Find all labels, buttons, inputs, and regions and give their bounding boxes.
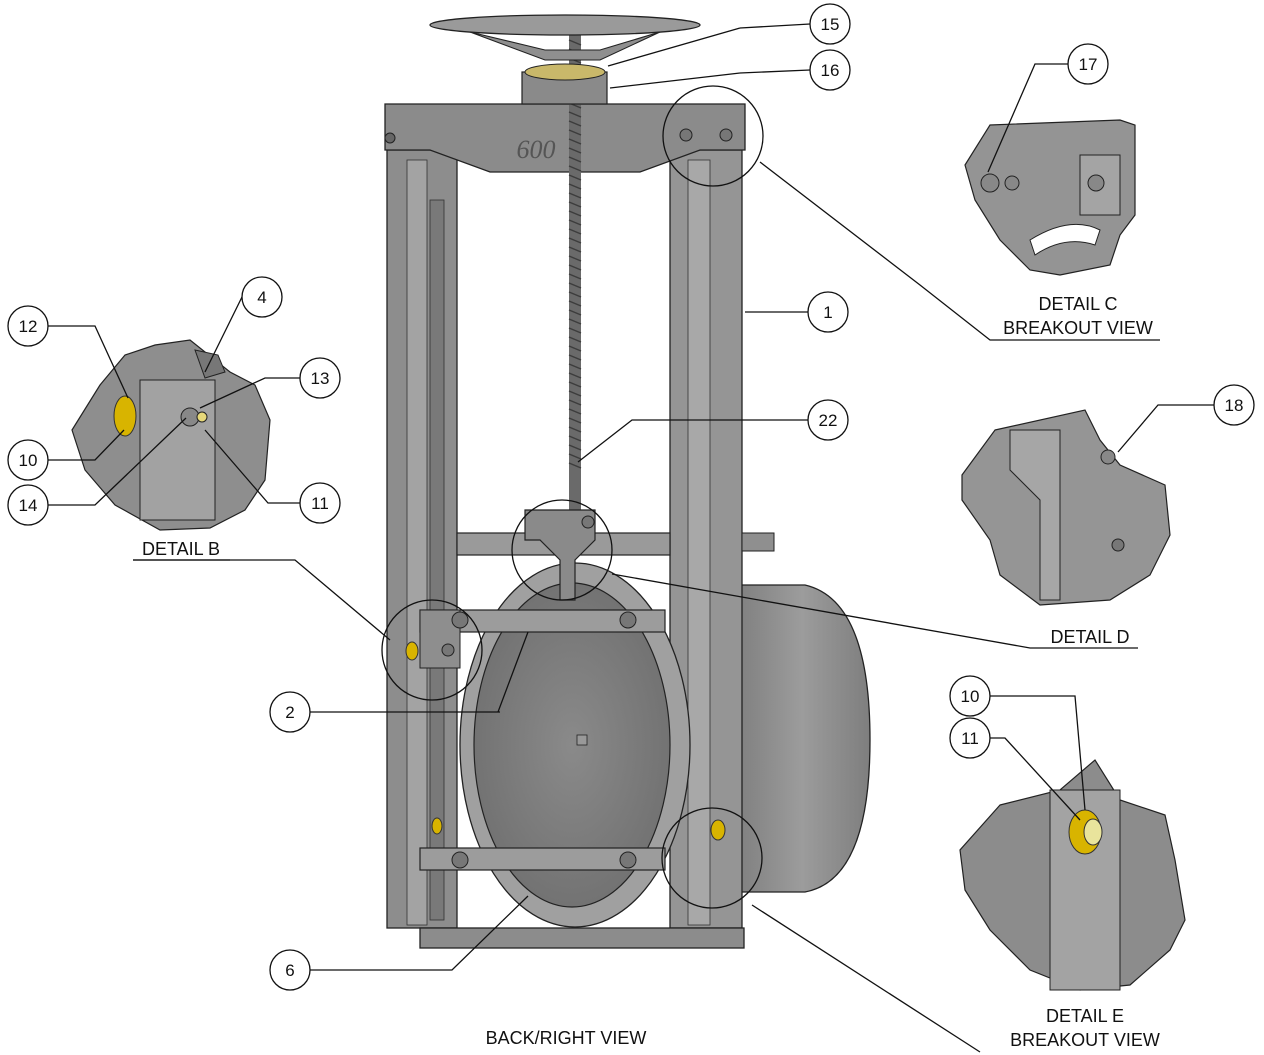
- balloon-13: [299, 357, 341, 399]
- balloon-11-text: 11: [311, 494, 329, 513]
- balloon-15: [809, 3, 851, 45]
- detail-b-view: [71, 339, 271, 531]
- balloon-22-text: 22: [819, 411, 838, 430]
- balloon-16-text: 16: [821, 61, 840, 80]
- detail-c-view: [964, 119, 1136, 276]
- balloon-17: [1067, 43, 1109, 85]
- yoke-engraving: 600: [517, 135, 556, 164]
- balloon-22: [807, 399, 849, 441]
- balloon-e11: [949, 717, 991, 759]
- balloon-12: [7, 305, 49, 347]
- bottom-base: [419, 927, 745, 949]
- detail-c-subtitle: BREAKOUT VIEW: [1003, 318, 1153, 338]
- detail-e-subtitle: BREAKOUT VIEW: [1010, 1030, 1160, 1050]
- balloon-18-text: 18: [1225, 396, 1244, 415]
- lower-clamp-bar: [419, 847, 666, 871]
- detail-d-view: [961, 409, 1171, 606]
- main-view-caption: BACK/RIGHT VIEW: [486, 1028, 647, 1048]
- balloon-e10: [949, 675, 991, 717]
- brass-washers: [405, 641, 726, 841]
- balloon-14: [7, 484, 49, 526]
- balloon-17-text: 17: [1079, 55, 1098, 74]
- detail-e-title: DETAIL E: [1046, 1006, 1124, 1026]
- balloon-15-text: 15: [821, 15, 840, 34]
- balloon-10-text: 10: [19, 451, 38, 470]
- balloon-e11-text: 11: [961, 729, 979, 748]
- clamp-bolts: [441, 515, 637, 869]
- main-valve-view: 600: [381, 14, 871, 949]
- balloon-16: [809, 49, 851, 91]
- balloon-11: [299, 482, 341, 524]
- balloon-4: [241, 276, 283, 318]
- detail-e-marker: [661, 807, 763, 909]
- detail-b-title: DETAIL B: [142, 539, 220, 559]
- balloon-6: [269, 949, 311, 991]
- leader-lines: [48, 23, 1214, 1053]
- handwheel: [429, 14, 701, 36]
- detail-d-title: DETAIL D: [1050, 627, 1129, 647]
- item-balloons: [7, 3, 1255, 991]
- balloon-2-text: 2: [285, 703, 294, 722]
- balloon-13-text: 13: [311, 369, 330, 388]
- balloon-2: [269, 691, 311, 733]
- handwheel-spokes: [469, 31, 661, 61]
- balloon-e10-text: 10: [961, 687, 980, 706]
- balloon-10: [7, 439, 49, 481]
- balloon-14-text: 14: [19, 496, 38, 515]
- top-yoke: [384, 103, 746, 173]
- balloon-4-text: 4: [257, 288, 266, 307]
- balloon-numbers: 15 16 1 22 2 6 17 18 12 10 14 4 13 11 10…: [19, 15, 1244, 980]
- balloon-18: [1213, 384, 1255, 426]
- balloon-12-text: 12: [19, 317, 38, 336]
- detail-c-marker: [662, 85, 764, 187]
- detail-d-marker: [511, 499, 613, 601]
- detail-e-view: [959, 759, 1186, 991]
- view-captions: DETAIL B DETAIL C BREAKOUT VIEW DETAIL D…: [142, 294, 1160, 1050]
- balloon-1: [807, 291, 849, 333]
- balloon-1-text: 1: [823, 303, 832, 322]
- detail-b-marker: [381, 599, 483, 701]
- detail-c-title: DETAIL C: [1038, 294, 1117, 314]
- balloon-6-text: 6: [285, 961, 294, 980]
